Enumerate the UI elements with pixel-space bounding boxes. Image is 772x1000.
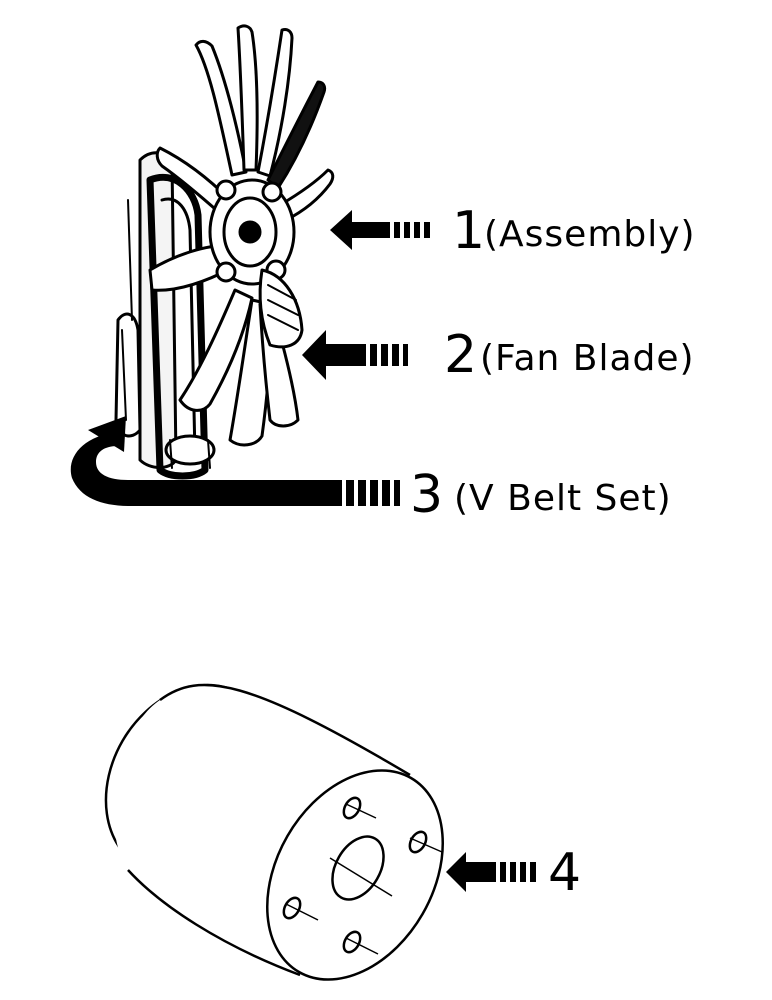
arrow-4 (446, 852, 536, 892)
v-belt (146, 174, 209, 480)
callout-2-text: (Fan Blade) (480, 338, 695, 379)
arrow-2 (302, 330, 408, 380)
callout-labels: 1 (Assembly) 2 (Fan Blade) 3 (V Belt Set… (410, 201, 696, 903)
fan-blade-left (148, 243, 234, 292)
callout-3-number: 3 (410, 465, 443, 525)
fan-blade-top-3 (256, 28, 294, 178)
callout-4-number: 4 (548, 843, 581, 903)
fan-blade-right (278, 168, 335, 222)
fan-blade-top-1 (194, 39, 248, 177)
arrow-1 (330, 210, 430, 250)
pulley (164, 434, 216, 466)
arrow-3 (70, 416, 400, 506)
callout-arrows (70, 210, 536, 892)
fan-blade-top-2 (236, 24, 259, 172)
callout-3-text: (V Belt Set) (454, 478, 672, 519)
engine-frame-edge (114, 312, 142, 438)
callout-1-text: (Assembly) (484, 214, 696, 255)
v-belt-inner (160, 197, 197, 457)
fan-blade-left-upper (155, 146, 232, 217)
fan-clutch (258, 268, 304, 349)
fan-blade-top-4 (266, 80, 327, 190)
callout-2-number: 2 (444, 325, 477, 385)
spacer-bolt-holes (282, 796, 443, 955)
spacer-illustration (104, 683, 444, 986)
fan-hub-center (238, 220, 262, 244)
callout-1-number: 1 (452, 201, 485, 261)
fan-assembly-illustration (114, 24, 335, 480)
fan-blade-lower-1 (178, 288, 254, 412)
